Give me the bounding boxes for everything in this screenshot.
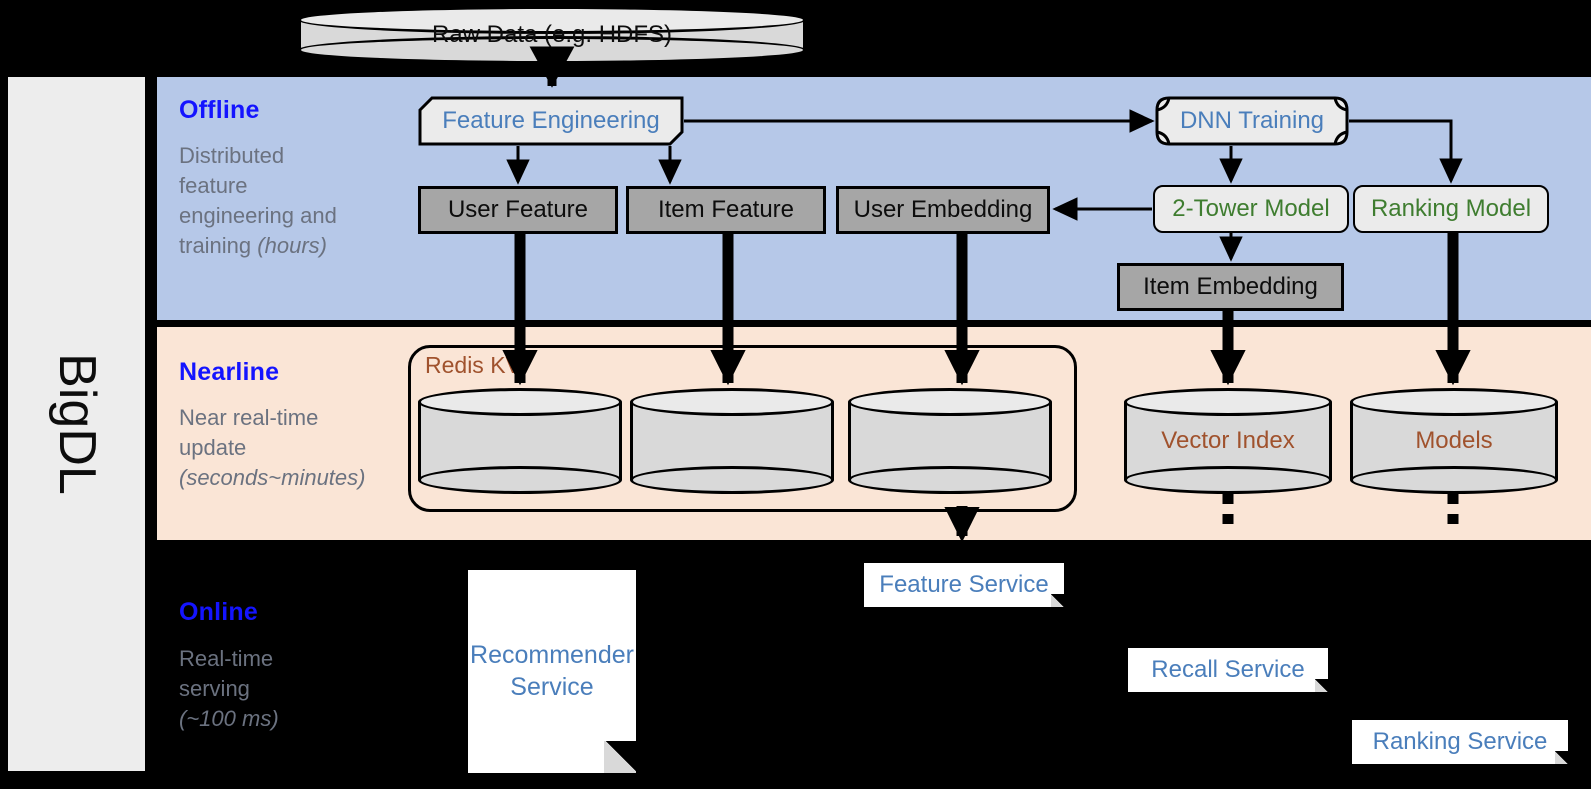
feature-engineering-box[interactable]: Feature Engineering	[418, 96, 684, 146]
redis-cylinder-1[interactable]	[418, 388, 622, 494]
item-embedding-box[interactable]: Item Embedding	[1117, 263, 1344, 311]
band-subtitle-offline: Distributed feature engineering and trai…	[179, 141, 404, 261]
cylinder-bottom	[1350, 466, 1558, 494]
dnn-training-label: DNN Training	[1179, 106, 1325, 134]
models-cylinder[interactable]: Models	[1350, 388, 1558, 494]
band-title-offline: Offline	[179, 96, 260, 124]
recommender-service-line-2: Service	[510, 672, 594, 701]
redis-kv-label: Redis KV	[425, 352, 521, 378]
redis-cylinder-2-label	[630, 388, 834, 494]
vector-index-cylinder[interactable]: Vector Index	[1124, 388, 1332, 494]
offline-sub-tail: training	[179, 233, 258, 258]
cylinder-top	[1124, 388, 1332, 416]
cylinder-bottom	[418, 466, 622, 494]
nearline-sub-italic: (seconds~minutes)	[179, 465, 366, 490]
user-feature-label: User Feature	[447, 195, 589, 223]
two-tower-model-label: 2-Tower Model	[1172, 194, 1330, 222]
offline-sub-line-3: engineering and	[179, 203, 337, 228]
offline-sub-line-1: Distributed	[179, 143, 285, 168]
cylinder-bottom	[1124, 466, 1332, 494]
cylinder-bottom	[630, 466, 834, 494]
ranking-model-box[interactable]: Ranking Model	[1353, 185, 1549, 233]
redis-cylinder-1-label	[418, 388, 622, 494]
feature-service-label: Feature Service	[879, 570, 1049, 598]
cylinder-top	[298, 6, 806, 34]
nearline-sub-line-1: Near real-time	[179, 405, 319, 430]
item-embedding-label: Item Embedding	[1143, 272, 1318, 300]
ranking-service-box[interactable]: Ranking Service	[1352, 720, 1568, 764]
redis-cylinder-3[interactable]	[848, 388, 1052, 494]
band-title-nearline: Nearline	[179, 358, 280, 386]
bigdl-rail: BigDL	[8, 77, 145, 771]
feature-service-box[interactable]: Feature Service	[864, 563, 1064, 607]
cylinder-top	[418, 388, 622, 416]
recommender-service-line-1: Recommender	[470, 641, 634, 670]
recall-service-label: Recall Service	[1151, 655, 1305, 683]
online-sub-line-2: serving	[179, 676, 250, 701]
user-embedding-label: User Embedding	[853, 195, 1033, 223]
item-feature-box[interactable]: Item Feature	[626, 186, 826, 234]
feature-engineering-label: Feature Engineering	[442, 106, 660, 134]
nearline-sub-line-2: update	[179, 435, 247, 460]
redis-kv-group	[408, 345, 1077, 512]
ranking-model-label: Ranking Model	[1370, 194, 1532, 222]
cylinder-top	[1350, 388, 1558, 416]
raw-data-label: Raw Data (e.g. HDFS)	[431, 21, 673, 48]
online-sub-italic: (~100 ms)	[179, 706, 279, 731]
models-label: Models	[1415, 427, 1493, 454]
recommender-service-doc[interactable]: Recommender Service	[468, 570, 636, 773]
user-embedding-box[interactable]: User Embedding	[836, 186, 1050, 234]
dnn-training-shape	[1155, 96, 1349, 146]
raw-data-cylinder[interactable]: Raw Data (e.g. HDFS)	[298, 6, 806, 64]
cylinder-top	[848, 388, 1052, 416]
offline-sub-line-2: feature	[179, 173, 248, 198]
vector-index-label: Vector Index	[1161, 427, 1295, 454]
cylinder-top	[630, 388, 834, 416]
feature-engineering-shape	[418, 96, 684, 146]
cylinder-bottom	[848, 466, 1052, 494]
band-subtitle-online: Real-time serving (~100 ms)	[179, 644, 404, 734]
online-sub-line-1: Real-time	[179, 646, 274, 671]
dnn-training-box[interactable]: DNN Training	[1155, 96, 1349, 146]
offline-sub-italic: (hours)	[257, 233, 327, 258]
redis-cylinder-2[interactable]	[630, 388, 834, 494]
two-tower-model-box[interactable]: 2-Tower Model	[1153, 185, 1349, 233]
band-title-online: Online	[179, 598, 258, 626]
user-feature-box[interactable]: User Feature	[418, 186, 618, 234]
redis-cylinder-3-label	[848, 388, 1052, 494]
bigdl-label: BigDL	[47, 353, 106, 495]
recommender-service-text: Recommender Service	[470, 640, 634, 703]
recall-service-box[interactable]: Recall Service	[1128, 648, 1328, 692]
band-subtitle-nearline: Near real-time update (seconds~minutes)	[179, 403, 404, 493]
ranking-service-label: Ranking Service	[1372, 727, 1548, 755]
item-feature-label: Item Feature	[657, 195, 795, 223]
